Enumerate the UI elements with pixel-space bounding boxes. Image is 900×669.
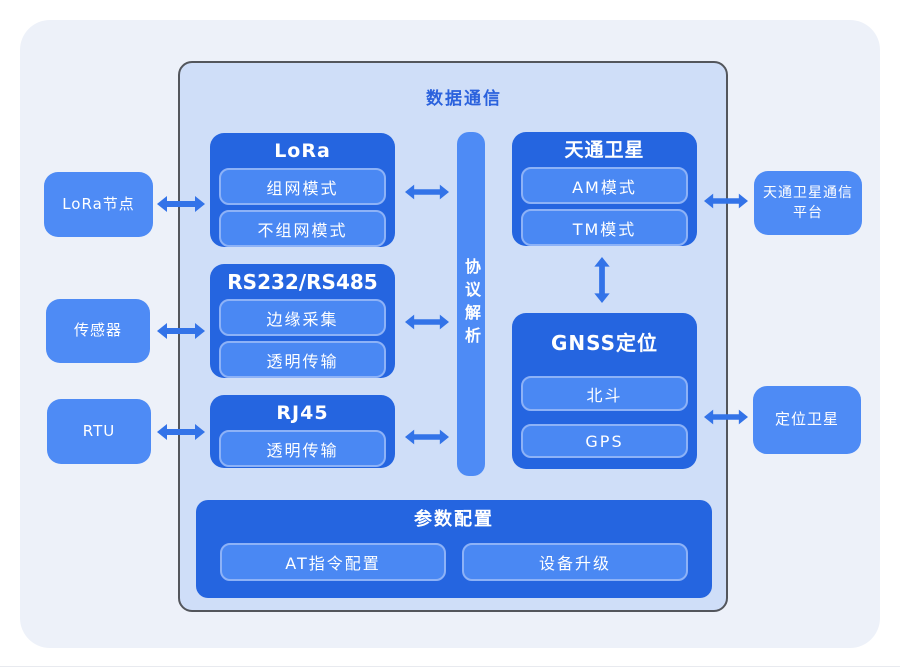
- arrow-sensor-to-serial: [157, 323, 205, 339]
- arrow-rj45-to-protocol: [405, 429, 449, 445]
- arrow-tiantong-to-gnss: [594, 257, 610, 303]
- node-sensor: 传感器: [46, 299, 150, 363]
- node-tiantong-platform: 天通卫星通信平台: [754, 171, 862, 235]
- protocol-parsing-label: 协议解析: [462, 258, 481, 350]
- module-tiantong-title: 天通卫星: [564, 139, 645, 161]
- arrow-lora-to-protocol: [405, 184, 449, 200]
- arrow-gnss-to-satellite: [704, 409, 748, 425]
- module-lora-mode-non-networking: 不组网模式: [219, 210, 386, 247]
- node-tiantong-platform-label: 天通卫星通信平台: [763, 184, 853, 221]
- module-gnss: GNSS定位 北斗 GPS: [512, 313, 697, 469]
- arrow-tiantong-to-platform: [704, 193, 748, 209]
- module-gnss-gps: GPS: [521, 424, 688, 458]
- page-bottom-divider: [0, 666, 900, 667]
- node-positioning-satellite-label: 定位卫星: [774, 410, 839, 429]
- module-serial: RS232/RS485 边缘采集 透明传输: [210, 264, 395, 378]
- node-rtu: RTU: [47, 399, 151, 464]
- module-rj45-transparent-transmission: 透明传输: [219, 430, 386, 467]
- module-serial-title: RS232/RS485: [227, 270, 378, 294]
- module-parameter-config-title: 参数配置: [414, 509, 494, 530]
- module-config-device-upgrade: 设备升级: [462, 543, 688, 581]
- diagram-title: 数据通信: [426, 89, 502, 109]
- module-parameter-config: 参数配置 AT指令配置 设备升级: [196, 500, 712, 598]
- node-lora-endpoint-label: LoRa节点: [62, 194, 135, 213]
- node-positioning-satellite: 定位卫星: [753, 386, 861, 454]
- module-tiantong-am-mode: AM模式: [521, 167, 688, 204]
- module-rj45-title: RJ45: [276, 402, 329, 424]
- module-gnss-beidou: 北斗: [521, 376, 688, 411]
- arrow-lora-endpoint-to-lora: [157, 196, 205, 212]
- node-rtu-label: RTU: [82, 421, 116, 440]
- module-gnss-title: GNSS定位: [550, 331, 659, 355]
- arrow-serial-to-protocol: [405, 314, 449, 330]
- module-serial-edge-collection: 边缘采集: [219, 299, 386, 336]
- module-config-at-command: AT指令配置: [220, 543, 446, 581]
- node-lora-endpoint: LoRa节点: [44, 172, 153, 237]
- arrow-rtu-to-rj45: [157, 424, 205, 440]
- module-lora-title: LoRa: [274, 140, 331, 162]
- node-sensor-label: 传感器: [73, 321, 122, 340]
- module-rj45: RJ45 透明传输: [210, 395, 395, 468]
- module-lora-mode-networking: 组网模式: [219, 168, 386, 205]
- module-serial-transparent-transmission: 透明传输: [219, 341, 386, 378]
- protocol-parsing-bar: 协议解析: [457, 132, 485, 476]
- module-tiantong-satellite: 天通卫星 AM模式 TM模式: [512, 132, 697, 246]
- module-tiantong-tm-mode: TM模式: [521, 209, 688, 246]
- module-lora: LoRa 组网模式 不组网模式: [210, 133, 395, 247]
